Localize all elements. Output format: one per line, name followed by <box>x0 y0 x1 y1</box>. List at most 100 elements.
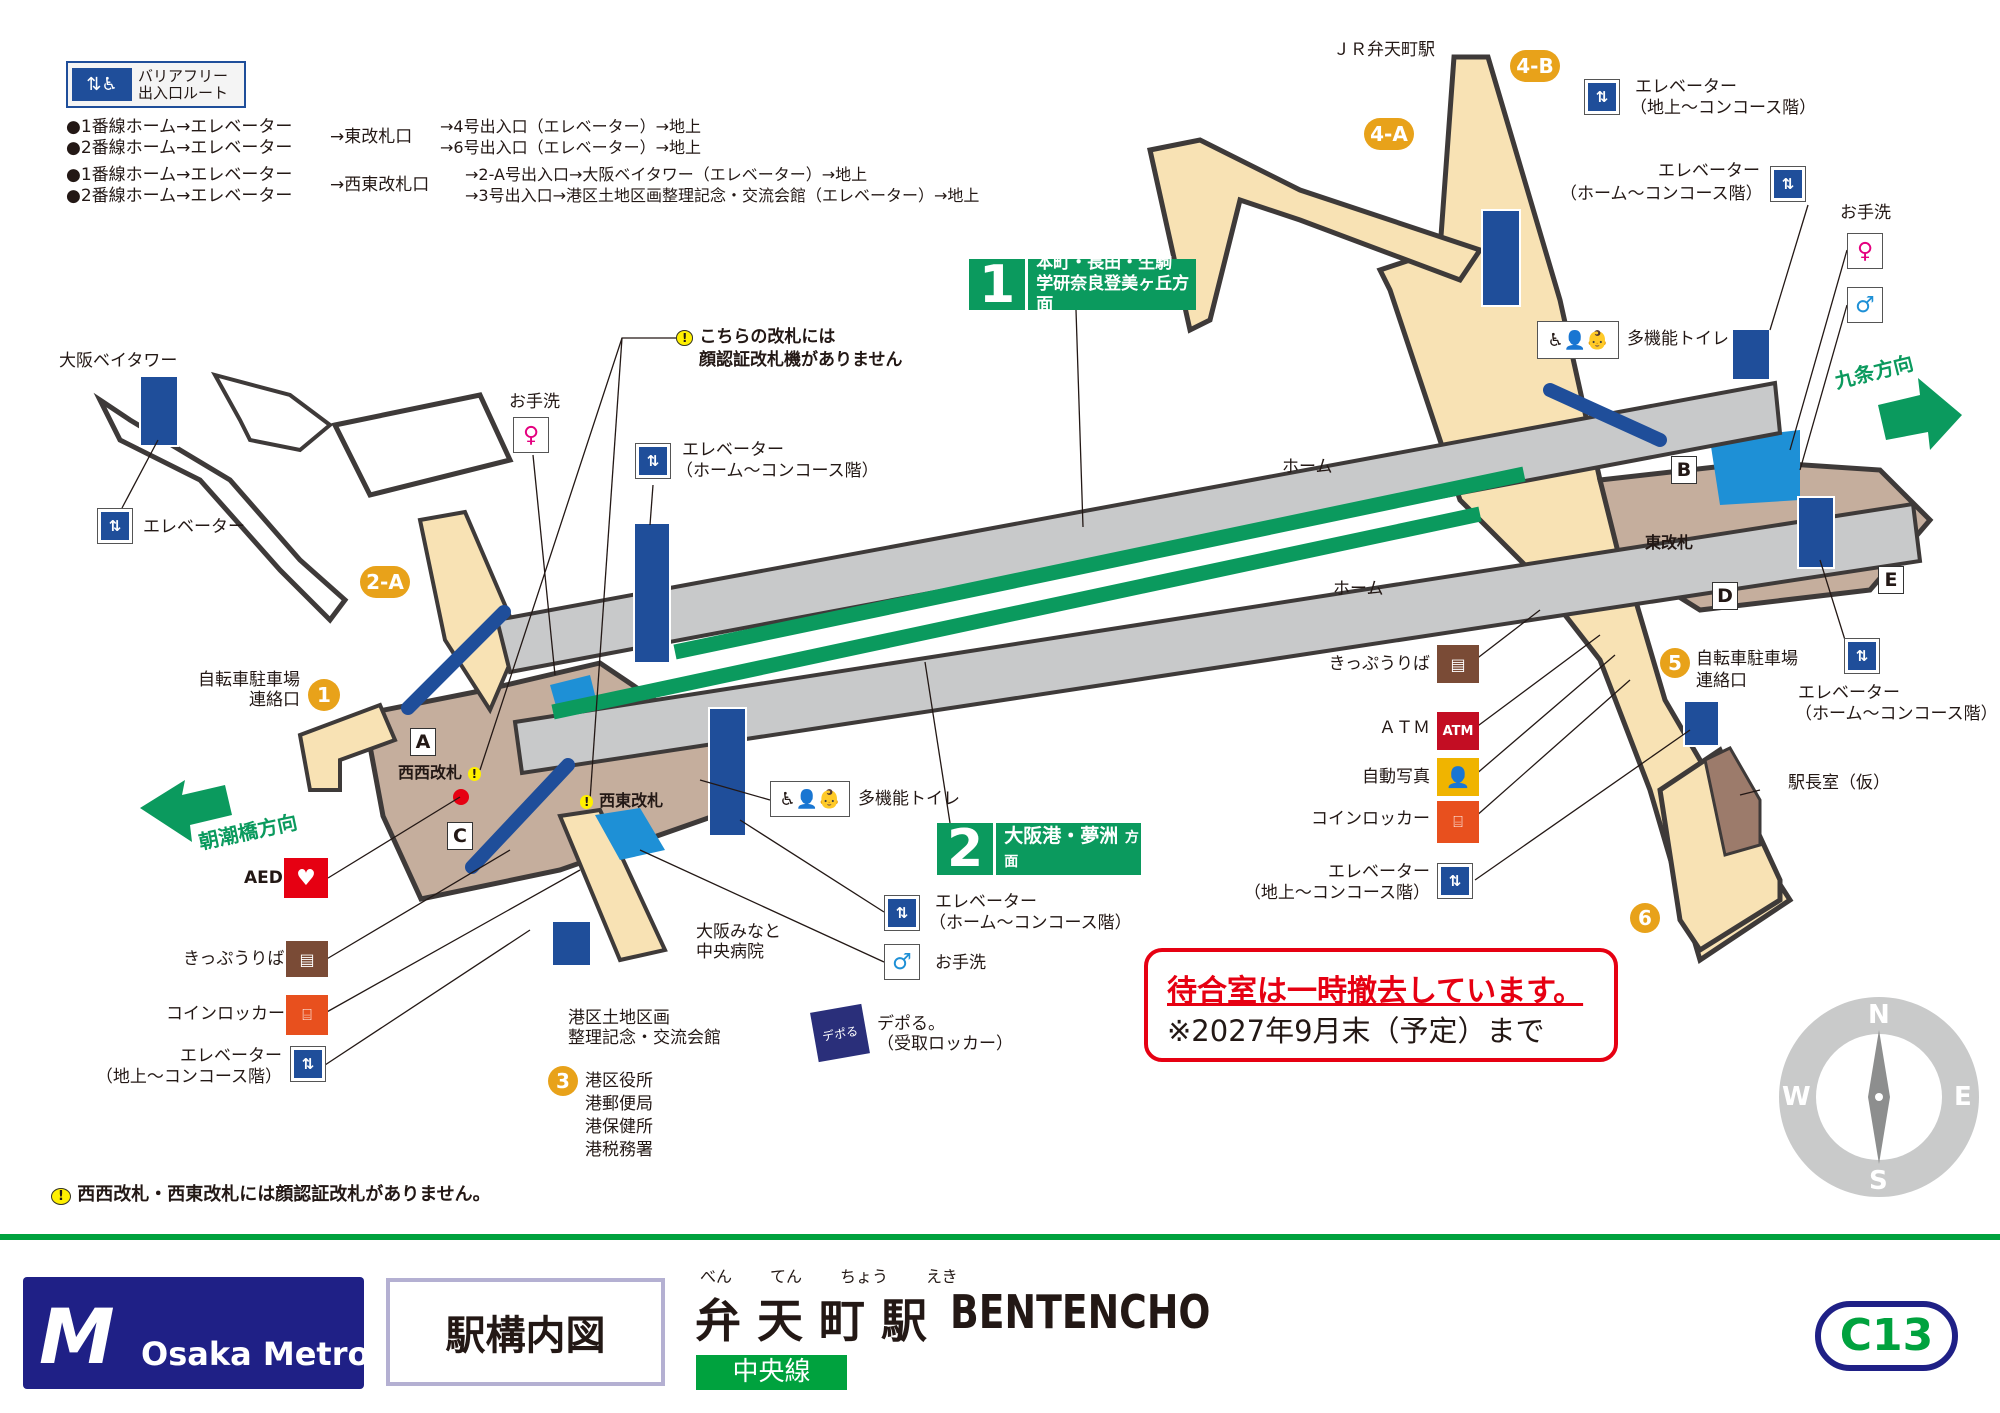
elevator-shaft <box>551 920 592 967</box>
exit-5-badge: 5 <box>1660 648 1690 678</box>
platform-2-destination: 大阪港・夢洲 <box>1004 825 1119 848</box>
badge-title-line1: バリアフリー <box>138 67 229 85</box>
west-east-gate-label: ! 西東改札 <box>580 791 663 810</box>
bay-tower-stairs <box>210 371 334 453</box>
exit-3-places: 港区役所港郵便局港保健所港税務署 <box>585 1071 653 1160</box>
compass-north: N <box>1868 1000 1890 1030</box>
platform-2-label: 2 大阪港・夢洲 方面 <box>937 819 1141 879</box>
station-master-room <box>1703 746 1762 857</box>
coin-locker-icon: ⌸ <box>286 995 328 1035</box>
photo-booth-label: 自動写真 <box>1362 767 1430 787</box>
elevator-sub-exit4: （地上〜コンコース階） <box>1630 98 1817 118</box>
platform-1-destination-2: 学研奈良登美ヶ丘方面 <box>1036 273 1190 316</box>
elevator-label-exit6: エレベーター <box>1328 862 1430 882</box>
route-2-to-exit-3: →3号出入口→港区土地区画整理記念・交流会館（エレベーター）→地上 <box>465 186 980 205</box>
compass-east: E <box>1954 1082 1972 1112</box>
route-2-from-platform-1: ●1番線ホーム→エレベーター <box>66 165 293 185</box>
elevator-icon: ⇅ <box>635 443 671 479</box>
elevator-shaft <box>1683 700 1720 747</box>
elevator-sub-exit3: （地上〜コンコース階） <box>95 1067 282 1087</box>
compass-rose <box>1779 997 1979 1197</box>
west-east-gate-wickets <box>595 808 665 860</box>
elevator-label-exit4: エレベーター <box>1635 77 1737 97</box>
atm-label: ＡＴＭ <box>1379 718 1430 738</box>
escalator <box>401 605 511 715</box>
toilet-label-east: お手洗 <box>1840 203 1891 223</box>
west-corridor-2a <box>417 509 523 715</box>
elevator-label-platform-2: エレベーター <box>935 892 1037 912</box>
exit-4a-stairs <box>1147 137 1484 334</box>
elevator-shaft <box>139 375 179 447</box>
coin-locker-icon: ⌸ <box>1437 801 1479 843</box>
jr-station-label: ＪＲ弁天町駅 <box>1333 40 1435 60</box>
male-toilet-icon: ♂ <box>884 944 920 980</box>
gate-letter-e: E <box>1878 566 1904 594</box>
elevator-icon: ⇅ <box>884 895 920 931</box>
gate-letter-c: C <box>447 822 473 850</box>
route-2-gate: →西東改札口 <box>330 175 430 195</box>
photo-booth-icon: 👤 <box>1437 758 1479 796</box>
multi-toilet-icon: ♿👤👶 <box>770 781 850 817</box>
land-memorial-label: 港区土地区画整理記念・交流会館 <box>568 1008 721 1049</box>
elevator-shaft <box>1731 328 1771 381</box>
elevator-sub-east-platform: （ホーム〜コンコース階） <box>1560 184 1763 204</box>
coin-locker-label-west: コインロッカー <box>166 1004 285 1024</box>
elevator-wheelchair-icon: ⇅♿ <box>72 68 132 101</box>
bicycle-parking-west: 自転車駐車場連絡口 <box>198 670 300 711</box>
compass-south: S <box>1869 1166 1888 1196</box>
platform-2-home-label: ホーム <box>1333 579 1384 599</box>
exit-6-stairs <box>1657 746 1783 954</box>
elevator-icon: ⇅ <box>1584 79 1620 115</box>
bicycle-parking-east: 自転車駐車場連絡口 <box>1696 649 1798 692</box>
compass-west: W <box>1782 1082 1811 1112</box>
warning-icon: ! <box>580 795 594 809</box>
kujo-arrow <box>1878 378 1962 450</box>
elevator-label-exit3: エレベーター <box>180 1046 282 1066</box>
elevator-shaft <box>708 707 747 837</box>
metro-m-mark-icon: M <box>39 1292 115 1381</box>
elevator-label-east-platform: エレベーター <box>1658 161 1760 181</box>
elevator-shaft <box>633 522 671 664</box>
notice-subtitle: ※2027年9月末（予定）まで <box>1167 1014 1545 1048</box>
elevator-shaft <box>1797 496 1835 569</box>
exit-2a-badge: 2-A <box>360 566 410 598</box>
ticket-label-east: きっぷうりば <box>1328 654 1430 674</box>
exit-1-badge: 1 <box>308 679 340 711</box>
exit-6-badge: 6 <box>1630 903 1660 933</box>
route-2-to-exit-2a: →2-A号出入口→大阪ベイタワー（エレベーター）→地上 <box>465 165 868 184</box>
warning-icon: ! <box>51 1188 71 1205</box>
platform-1-destination: 本町・長田・生駒 <box>1036 252 1173 273</box>
route-2-from-platform-2: ●2番線ホーム→エレベーター <box>66 186 293 206</box>
waiting-room-notice: 待合室は一時撤去しています。 ※2027年9月末（予定）まで <box>1144 948 1618 1062</box>
multi-toilet-label-west: 多機能トイレ <box>858 789 960 809</box>
elevator-label-bay-tower: エレベーター <box>143 517 245 537</box>
exit-3-badge: 3 <box>548 1066 578 1096</box>
platform-1 <box>494 380 1783 675</box>
aed-location-dot <box>453 789 469 805</box>
depol-locker-icon: デポる <box>810 1003 870 1063</box>
bay-tower-passage <box>93 392 349 624</box>
elevator-label-west-platform: エレベーター <box>682 440 784 460</box>
route-1-from-platform-2: ●2番線ホーム→エレベーター <box>66 138 293 158</box>
depol-label: デポる。（受取ロッカー） <box>877 1014 1013 1055</box>
exit-1-corridor <box>297 702 398 792</box>
female-toilet-icon: ♀ <box>513 417 549 453</box>
aed-label: AED <box>244 868 283 888</box>
barrier-free-route-badge: ⇅♿ バリアフリー 出入口ルート <box>66 61 246 108</box>
ticket-label-west: きっぷうりば <box>183 949 285 969</box>
multi-toilet-label-east: 多機能トイレ <box>1627 329 1729 349</box>
warning-icon: ! <box>467 767 482 781</box>
platform-1-home-label: ホーム <box>1282 457 1333 477</box>
platform-2-suffix: 方面 <box>1004 830 1139 870</box>
gate-letter-a: A <box>410 728 436 756</box>
gate-letter-b: B <box>1671 456 1697 484</box>
escalator <box>465 758 575 874</box>
coin-locker-label-east: コインロッカー <box>1311 809 1430 829</box>
escalator <box>1543 383 1667 447</box>
atm-icon: ATM <box>1437 712 1479 750</box>
station-furigana: べんてんちょうえき <box>700 1267 958 1286</box>
gate-letter-d: D <box>1712 582 1738 610</box>
platform-1-number: 1 <box>969 255 1029 315</box>
ticket-machine-icon: ▤ <box>286 941 328 977</box>
